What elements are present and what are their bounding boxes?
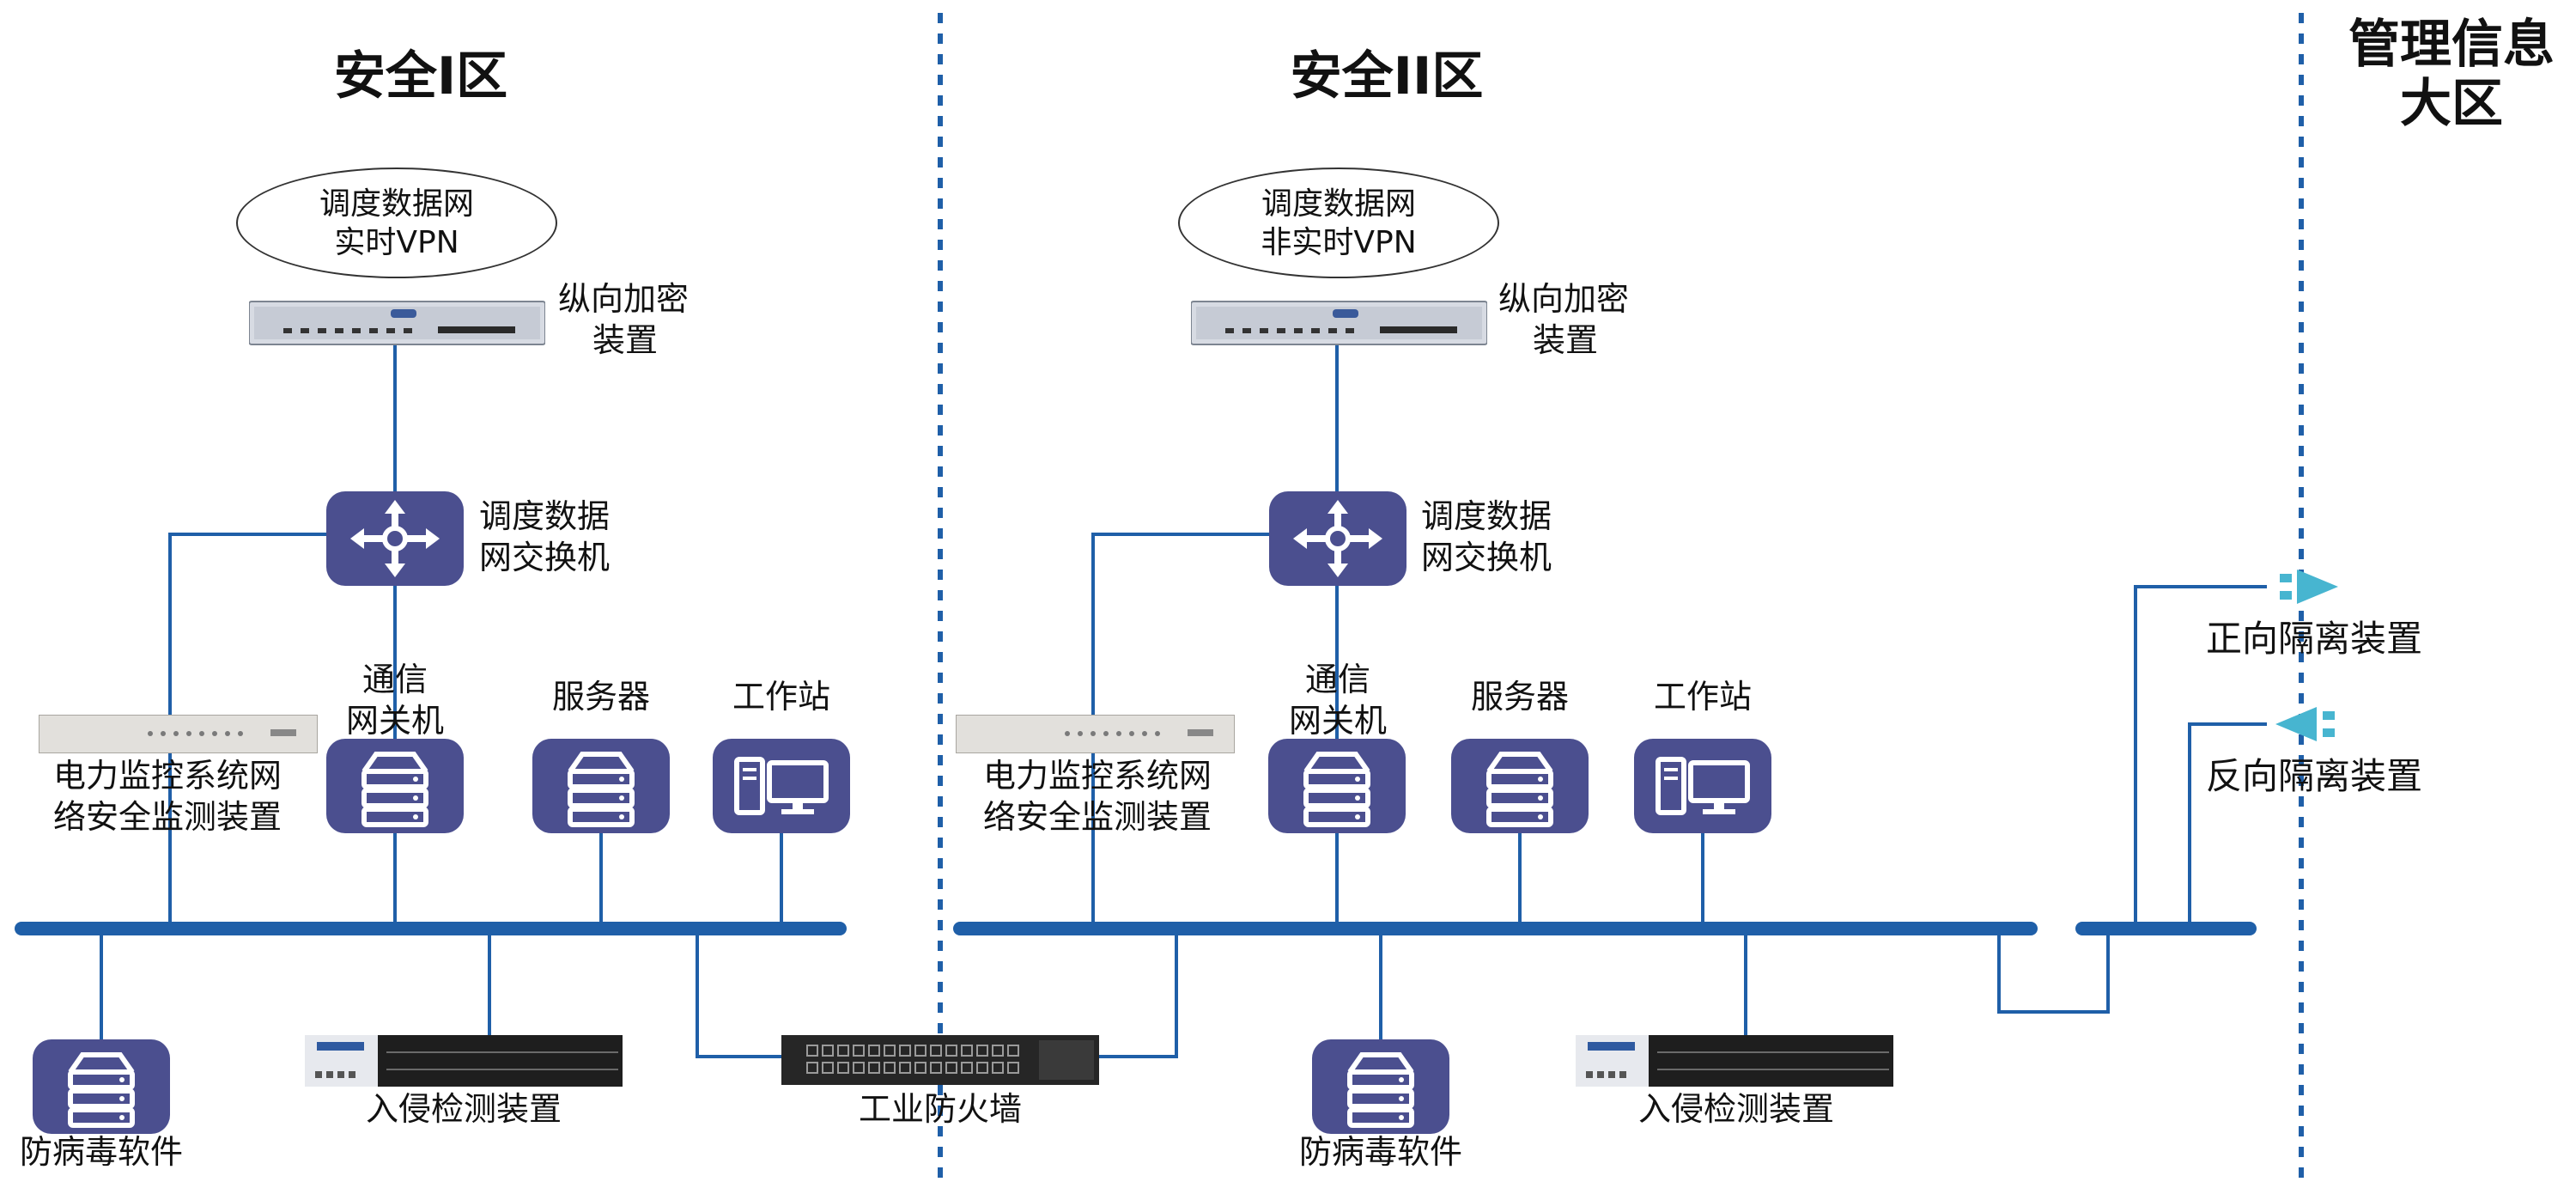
server-stack-icon bbox=[361, 752, 428, 827]
antivirus-server-zone1 bbox=[33, 1039, 170, 1134]
zone-title-3: 管理信息 大区 bbox=[2336, 15, 2567, 134]
vpn-line2: 实时VPN bbox=[334, 224, 459, 260]
switch-label-zone1: 调度数据 网交换机 bbox=[479, 497, 610, 578]
monitor-line2: 络安全监测装置 bbox=[983, 797, 1212, 836]
encrypt-line2: 装置 bbox=[1533, 320, 1599, 359]
dispatch-switch-zone2 bbox=[1269, 491, 1406, 586]
switch-line1: 调度数据 bbox=[479, 497, 611, 535]
monitor-line1: 电力监控系统网 bbox=[53, 757, 283, 795]
switch-line2: 网交换机 bbox=[479, 538, 611, 576]
encryption-device-zone2 bbox=[1191, 299, 1487, 346]
server-stack-icon bbox=[68, 1052, 135, 1128]
gateway-label-zone2: 通信 网关机 bbox=[1278, 660, 1398, 741]
desktop-computer-icon bbox=[734, 757, 829, 815]
encrypt-line1: 纵向加密 bbox=[1498, 280, 1630, 318]
switch-arrows-icon bbox=[350, 500, 440, 577]
encrypt-line1: 纵向加密 bbox=[558, 280, 690, 318]
encrypt-label-zone2: 纵向加密 装置 bbox=[1498, 279, 1629, 361]
workstation-zone2 bbox=[1634, 739, 1771, 833]
workstation-label-zone1: 工作站 bbox=[732, 678, 830, 716]
server-stack-icon bbox=[1303, 752, 1370, 827]
reverse-isolation-label: 反向隔离装置 bbox=[2205, 755, 2422, 797]
monitor-line2: 络安全监测装置 bbox=[53, 797, 283, 836]
encrypt-line2: 装置 bbox=[592, 320, 659, 359]
server-zone2 bbox=[1451, 739, 1589, 833]
gateway-server-zone1 bbox=[326, 739, 464, 833]
server-stack-icon bbox=[568, 752, 635, 827]
monitor-label-zone2: 电力监控系统网 络安全监测装置 bbox=[983, 756, 1212, 838]
gateway-label-zone1: 通信 网关机 bbox=[335, 660, 455, 741]
security-monitor-device-zone2 bbox=[956, 715, 1235, 753]
server-stack-icon bbox=[1486, 752, 1553, 827]
encryption-device-zone1 bbox=[249, 299, 545, 346]
firewall-label: 工业防火墙 bbox=[858, 1090, 1022, 1128]
zone-title-3-line2: 大区 bbox=[2400, 74, 2503, 134]
monitor-line1: 电力监控系统网 bbox=[983, 757, 1212, 795]
ids-label-zone1: 入侵检测装置 bbox=[365, 1090, 562, 1128]
gateway-line2: 网关机 bbox=[345, 701, 444, 740]
ids-device-zone2 bbox=[1576, 1035, 1893, 1087]
forward-isolation-arrow-icon bbox=[2280, 570, 2338, 604]
gateway-server-zone2 bbox=[1268, 739, 1406, 833]
industrial-firewall bbox=[781, 1035, 1099, 1085]
ids-device-zone1 bbox=[305, 1035, 623, 1087]
reverse-isolation-arrow-icon bbox=[2275, 707, 2335, 741]
dispatch-switch-zone1 bbox=[326, 491, 464, 586]
security-monitor-device-zone1 bbox=[39, 715, 318, 753]
switch-label-zone2: 调度数据 网交换机 bbox=[1421, 497, 1552, 578]
gateway-line1: 通信 bbox=[1304, 661, 1370, 698]
server-zone1 bbox=[532, 739, 670, 833]
gateway-line2: 网关机 bbox=[1288, 701, 1387, 740]
monitor-label-zone1: 电力监控系统网 络安全监测装置 bbox=[53, 756, 282, 838]
workstation-label-zone2: 工作站 bbox=[1653, 678, 1752, 716]
ids-label-zone2: 入侵检测装置 bbox=[1637, 1090, 1834, 1128]
vpn-line1: 调度数据网 bbox=[1261, 186, 1416, 222]
vpn-cloud-zone1: 调度数据网 实时VPN bbox=[236, 168, 557, 278]
encrypt-label-zone1: 纵向加密 装置 bbox=[558, 279, 689, 361]
switch-arrows-icon bbox=[1293, 500, 1382, 577]
vpn-line1: 调度数据网 bbox=[319, 186, 474, 222]
switch-line1: 调度数据 bbox=[1421, 497, 1552, 535]
server-stack-icon bbox=[1347, 1052, 1414, 1128]
gateway-line1: 通信 bbox=[361, 661, 428, 698]
vpn-cloud-zone2: 调度数据网 非实时VPN bbox=[1178, 168, 1499, 278]
server-label-zone1: 服务器 bbox=[551, 678, 650, 716]
zone-title-3-line1: 管理信息 bbox=[2348, 15, 2555, 75]
zone-title-1: 安全I区 bbox=[333, 46, 508, 107]
antivirus-server-zone2 bbox=[1312, 1039, 1449, 1134]
antivirus-label-zone1: 防病毒软件 bbox=[19, 1133, 183, 1171]
server-label-zone2: 服务器 bbox=[1470, 678, 1569, 716]
switch-line2: 网交换机 bbox=[1421, 538, 1552, 576]
forward-isolation-label: 正向隔离装置 bbox=[2205, 618, 2422, 660]
zone-title-2: 安全II区 bbox=[1290, 46, 1484, 107]
antivirus-label-zone2: 防病毒软件 bbox=[1298, 1133, 1462, 1171]
workstation-zone1 bbox=[713, 739, 850, 833]
vpn-line2: 非实时VPN bbox=[1261, 224, 1417, 260]
desktop-computer-icon bbox=[1656, 757, 1750, 815]
